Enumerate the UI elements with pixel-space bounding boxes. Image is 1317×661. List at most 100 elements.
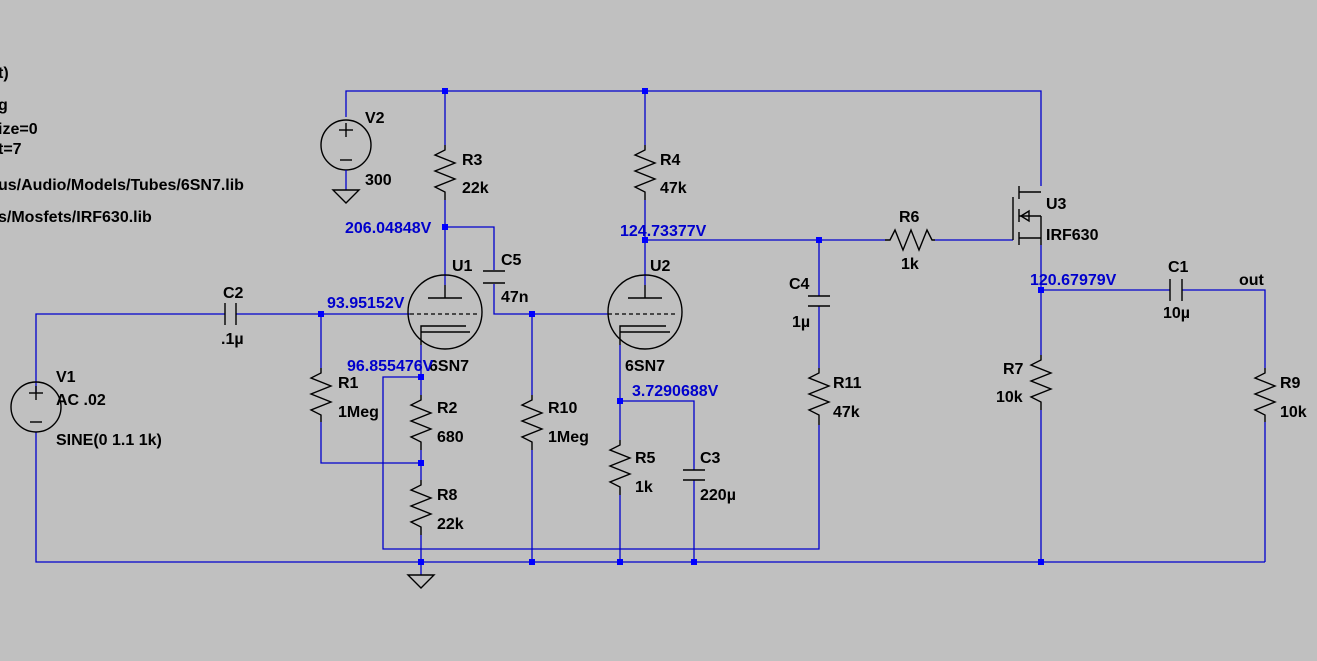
voltage-u1-grid: 93.95152V: [327, 295, 405, 312]
directive-line-6[interactable]: s/Mosfets/IRF630.lib: [0, 209, 152, 226]
capacitor-c5[interactable]: C5 47n: [483, 252, 529, 306]
c5-label: C5: [501, 252, 522, 269]
r8-label: R8: [437, 487, 458, 504]
resistor-r8[interactable]: R8 22k: [409, 480, 464, 535]
c4-label: C4: [789, 276, 810, 293]
capacitor-c1[interactable]: C1 10µ: [1163, 259, 1190, 322]
ground-icon: [406, 574, 436, 589]
v1-ac: AC .02: [56, 392, 106, 409]
c5-value: 47n: [501, 289, 529, 306]
wire-c5-to-u2-grid[interactable]: [493, 284, 608, 315]
directive-line-1[interactable]: t): [0, 65, 9, 82]
capacitor-c4[interactable]: C4 1µ: [789, 276, 830, 331]
r1-value: 1Meg: [338, 404, 379, 421]
wire-c5-top[interactable]: [445, 226, 495, 270]
mosfet-u3[interactable]: U3 IRF630: [1012, 186, 1099, 245]
u2-value: 6SN7: [625, 358, 665, 375]
junction-dot: [617, 398, 623, 404]
directive-line-2[interactable]: g: [0, 97, 8, 114]
resistor-r3[interactable]: R3 22k: [433, 145, 489, 200]
r7-label: R7: [1003, 361, 1024, 378]
junction-dot: [442, 88, 448, 94]
r8-value: 22k: [437, 516, 464, 533]
junction-dot: [642, 237, 648, 243]
resistor-r6[interactable]: R6 1k: [885, 209, 935, 273]
junction-dot: [442, 224, 448, 230]
triode-u2[interactable]: U2 6SN7: [607, 258, 683, 375]
r4-label: R4: [660, 152, 681, 169]
r6-label: R6: [899, 209, 920, 226]
u1-label: U1: [452, 258, 473, 275]
wire-return-loop[interactable]: [382, 376, 820, 550]
junction-dot: [418, 460, 424, 466]
directive-line-4[interactable]: t=7: [0, 141, 22, 158]
source-v2[interactable]: V2 300: [320, 110, 392, 204]
r10-label: R10: [548, 400, 577, 417]
c1-value: 10µ: [1163, 305, 1190, 322]
directive-line-3[interactable]: ize=0: [0, 121, 38, 138]
c2-label: C2: [223, 285, 244, 302]
r3-label: R3: [462, 152, 483, 169]
junction-dot: [816, 237, 822, 243]
resistor-r4[interactable]: R4 47k: [633, 145, 687, 200]
junction-dot: [642, 88, 648, 94]
vacuum-tube-icon: [607, 274, 683, 350]
junctions: [318, 88, 1044, 565]
capacitor-c3[interactable]: C3 220µ: [683, 450, 736, 504]
wire-r1-bottom[interactable]: [320, 422, 421, 464]
net-label-out[interactable]: out: [1239, 272, 1265, 289]
r7-value: 10k: [996, 389, 1023, 406]
u1-value: 6SN7: [429, 358, 469, 375]
v2-label: V2: [365, 110, 385, 127]
resistor-r9[interactable]: R9 10k: [1253, 368, 1307, 422]
spice-directives[interactable]: t) g ize=0 t=7 us/Audio/Models/Tubes/6SN…: [0, 65, 244, 226]
c4-value: 1µ: [792, 314, 810, 331]
r1-label: R1: [338, 375, 359, 392]
r11-label: R11: [833, 375, 862, 392]
voltage-u2-cathode: 3.7290688V: [632, 383, 719, 400]
u2-label: U2: [650, 258, 671, 275]
voltage-source-icon: [10, 381, 62, 433]
r10-value: 1Meg: [548, 429, 589, 446]
c3-value: 220µ: [700, 487, 736, 504]
r11-value: 47k: [833, 404, 860, 421]
triode-u1[interactable]: U1 6SN7: [407, 258, 483, 375]
wire-c3-top[interactable]: [620, 400, 695, 470]
ground-icon: [331, 189, 361, 204]
resistor-r7[interactable]: R7 10k: [996, 355, 1053, 410]
resistor-r2[interactable]: R2 680: [409, 395, 464, 450]
junction-dot: [691, 559, 697, 565]
v1-function: SINE(0 1.1 1k): [56, 432, 162, 449]
junction-dot: [529, 559, 535, 565]
c3-label: C3: [700, 450, 721, 467]
voltage-u1-plate: 206.04848V: [345, 220, 432, 237]
r6-value: 1k: [901, 256, 919, 273]
wire-b-plus-rail[interactable]: [345, 90, 1042, 186]
mosfet-arrow-icon: [1019, 209, 1030, 223]
resistor-r1[interactable]: R1 1Meg: [309, 368, 379, 422]
wire-ground-bus[interactable]: [35, 432, 1265, 563]
voltage-u3-source: 120.67979V: [1030, 272, 1117, 289]
r4-value: 47k: [660, 180, 687, 197]
r2-value: 680: [437, 429, 464, 446]
v1-label: V1: [56, 369, 76, 386]
directive-line-5[interactable]: us/Audio/Models/Tubes/6SN7.lib: [0, 177, 244, 194]
c2-value: .1µ: [221, 331, 244, 348]
node-voltage-labels: 206.04848V 124.73377V 93.95152V 96.85547…: [327, 220, 1117, 400]
u3-value: IRF630: [1046, 227, 1099, 244]
source-v1[interactable]: V1 AC .02 SINE(0 1.1 1k): [10, 369, 162, 449]
r5-label: R5: [635, 450, 656, 467]
u3-label: U3: [1046, 196, 1067, 213]
wire-c1-to-out[interactable]: [1182, 289, 1266, 368]
junction-dot: [1038, 559, 1044, 565]
capacitor-c2[interactable]: C2 .1µ: [221, 285, 244, 348]
resistor-r5[interactable]: R5 1k: [608, 440, 656, 496]
wire-v1-to-c2[interactable]: [35, 313, 225, 392]
r9-value: 10k: [1280, 404, 1307, 421]
r3-value: 22k: [462, 180, 489, 197]
r2-label: R2: [437, 400, 458, 417]
vacuum-tube-icon: [407, 274, 483, 350]
resistor-r11[interactable]: R11 47k: [807, 368, 862, 425]
resistor-r10[interactable]: R10 1Meg: [520, 395, 589, 450]
